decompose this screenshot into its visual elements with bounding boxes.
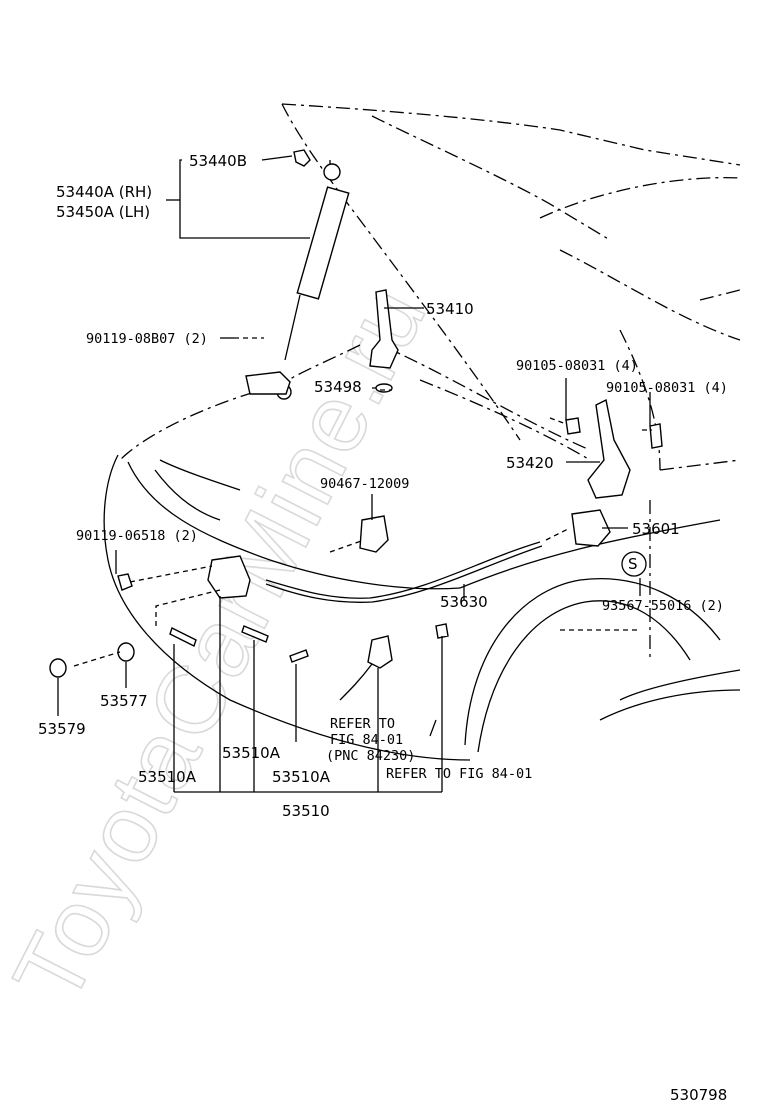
- vehicle-body-outline: [103, 103, 741, 761]
- s-mark-circle: [621, 551, 647, 577]
- label-53510: 53510: [282, 802, 330, 820]
- label-53450A: 53450A (LH): [56, 203, 150, 221]
- label-53579: 53579: [38, 720, 86, 738]
- label-90105-b: 90105-08031 (4): [606, 380, 728, 396]
- label-53510A-2: 53510A: [138, 768, 197, 786]
- figure-number: 530798: [670, 1086, 727, 1104]
- leader-lines: [57, 155, 651, 793]
- label-53577: 53577: [100, 692, 148, 710]
- refer-fig-label: REFER TO FIG 84-01: [386, 766, 532, 782]
- label-53498: 53498: [314, 378, 362, 396]
- label-90119-08B07: 90119-08B07 (2): [86, 331, 208, 347]
- label-53410: 53410: [426, 300, 474, 318]
- hood-support-strut: [245, 149, 350, 400]
- label-53510A-3: 53510A: [272, 768, 331, 786]
- refer-line-1: REFER TO: [330, 716, 395, 732]
- label-90119-06518: 90119-06518 (2): [76, 528, 198, 544]
- label-93567: 93567-55016 (2): [602, 598, 724, 614]
- label-53440B: 53440B: [189, 152, 247, 170]
- label-90467: 90467-12009: [320, 476, 409, 492]
- refer-line-3: (PNC 84230): [326, 748, 415, 764]
- label-53601: 53601: [632, 520, 680, 538]
- s-mark-label: S: [628, 555, 638, 573]
- assembly-lines: [73, 337, 652, 667]
- release-cable: [265, 541, 541, 599]
- hood-hinge-body: [565, 398, 663, 499]
- part-labels: 53440B 53440A (RH) 53450A (LH) 53410 901…: [38, 152, 728, 1104]
- hood-lock-parts: [49, 509, 611, 701]
- label-53510A-1: 53510A: [222, 744, 281, 762]
- label-90105-a: 90105-08031 (4): [516, 358, 638, 374]
- label-53420: 53420: [506, 454, 554, 472]
- refer-line-2: FIG 84-01: [330, 732, 403, 748]
- label-53630: 53630: [440, 593, 488, 611]
- label-53440A: 53440A (RH): [56, 183, 152, 201]
